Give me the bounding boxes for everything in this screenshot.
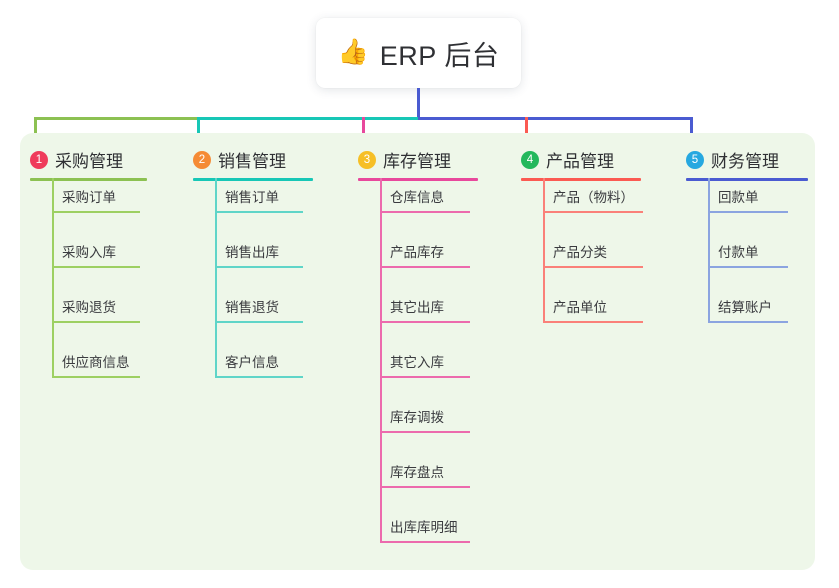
branch-item-label: 供应商信息 <box>62 355 130 370</box>
branch-item-rule <box>708 321 788 323</box>
branch-item-rule <box>380 211 470 213</box>
branch-item-label: 产品单位 <box>553 300 607 315</box>
branch-item[interactable]: 库存盘点 <box>380 454 470 488</box>
branch-item-rule <box>543 321 643 323</box>
branch-item[interactable]: 其它入库 <box>380 344 470 378</box>
branch-item[interactable]: 销售订单 <box>215 179 303 213</box>
branch-item[interactable]: 采购订单 <box>52 179 140 213</box>
branch-header-2[interactable]: 2 销售管理 <box>193 147 286 172</box>
branch-title-5: 财务管理 <box>711 152 779 171</box>
branch-item-rule <box>52 376 140 378</box>
branch-item-label: 其它出库 <box>390 300 444 315</box>
branch-item[interactable]: 采购退货 <box>52 289 140 323</box>
branch-item[interactable]: 出库库明细 <box>380 509 470 543</box>
branch-title-3: 库存管理 <box>383 152 451 171</box>
root-node-content: 👍 ERP 后台 <box>338 34 500 73</box>
branch-item[interactable]: 产品分类 <box>543 234 643 268</box>
branch-item-rule <box>380 541 470 543</box>
branch-spine-5 <box>708 178 710 323</box>
branch-header-rule-2 <box>193 178 313 181</box>
branch-item-label: 结算账户 <box>718 300 772 315</box>
branch-item[interactable]: 回款单 <box>708 179 788 213</box>
branch-item-rule <box>52 266 140 268</box>
branch-item-rule <box>708 211 788 213</box>
branch-header-rule-3 <box>358 178 478 181</box>
branch-item[interactable]: 供应商信息 <box>52 344 140 378</box>
branch-item-rule <box>380 266 470 268</box>
branch-item-rule <box>380 376 470 378</box>
branch-header-5[interactable]: 5 财务管理 <box>686 147 779 172</box>
branch-item[interactable]: 产品单位 <box>543 289 643 323</box>
branch-item-rule <box>380 486 470 488</box>
branch-badge-2: 2 <box>193 150 211 169</box>
branch-item-label: 销售订单 <box>225 190 279 205</box>
branch-item-label: 回款单 <box>718 190 759 205</box>
branch-item-rule <box>543 211 643 213</box>
branch-item[interactable]: 销售退货 <box>215 289 303 323</box>
branch-title-2: 销售管理 <box>218 152 286 171</box>
branch-item-rule <box>52 321 140 323</box>
branch-item-rule <box>215 321 303 323</box>
branch-item-rule <box>543 266 643 268</box>
branch-item-rule <box>380 431 470 433</box>
branch-item-label: 产品（物料） <box>553 190 634 205</box>
branches-panel: 1 采购管理采购订单采购入库采购退货供应商信息 2 销售管理销售订单销售出库销售退货客… <box>20 133 815 570</box>
branch-item[interactable]: 其它出库 <box>380 289 470 323</box>
branch-item-label: 出库库明细 <box>390 520 458 535</box>
branch-item-label: 其它入库 <box>390 355 444 370</box>
branch-item[interactable]: 产品库存 <box>380 234 470 268</box>
branch-item-label: 采购订单 <box>62 190 116 205</box>
branch-item-rule <box>380 321 470 323</box>
branch-title-4: 产品管理 <box>546 152 614 171</box>
branch-badge-4: 4 <box>521 150 539 169</box>
branch-header-4[interactable]: 4 产品管理 <box>521 147 614 172</box>
branch-item[interactable]: 库存调拨 <box>380 399 470 433</box>
thumbs-up-icon: 👍 <box>337 37 369 66</box>
branch-header-3[interactable]: 3 库存管理 <box>358 147 451 172</box>
branch-item[interactable]: 客户信息 <box>215 344 303 378</box>
branch-header-1[interactable]: 1 采购管理 <box>30 147 123 172</box>
branch-item-rule <box>215 211 303 213</box>
root-title: ERP 后台 <box>379 40 500 71</box>
root-stem <box>416 88 420 120</box>
branch-badge-5: 5 <box>686 150 704 169</box>
branch-item-label: 采购退货 <box>62 300 116 315</box>
branch-item-label: 库存盘点 <box>390 465 444 480</box>
branch-item-label: 销售退货 <box>225 300 279 315</box>
branch-spine-3 <box>380 178 382 543</box>
branch-header-rule-1 <box>30 178 147 181</box>
branch-item[interactable]: 采购入库 <box>52 234 140 268</box>
bus-segment-1 <box>34 117 200 120</box>
bus-segment-2 <box>197 117 421 120</box>
root-node-card[interactable]: 👍 ERP 后台 <box>316 18 521 88</box>
branch-spine-2 <box>215 178 217 378</box>
branch-item-rule <box>708 266 788 268</box>
branch-item-label: 采购入库 <box>62 245 116 260</box>
branch-header-rule-4 <box>521 178 641 181</box>
branch-item-rule <box>215 266 303 268</box>
branch-badge-1: 1 <box>30 150 48 169</box>
branch-item-rule <box>215 376 303 378</box>
branch-item[interactable]: 仓库信息 <box>380 179 470 213</box>
branch-badge-3: 3 <box>358 150 376 169</box>
branch-item-label: 仓库信息 <box>390 190 444 205</box>
branch-item[interactable]: 销售出库 <box>215 234 303 268</box>
branch-item-label: 销售出库 <box>225 245 279 260</box>
branch-spine-1 <box>52 178 54 378</box>
branch-item[interactable]: 产品（物料） <box>543 179 643 213</box>
bus-segment-3 <box>418 117 693 120</box>
branch-title-1: 采购管理 <box>55 152 123 171</box>
branch-spine-4 <box>543 178 545 323</box>
branch-item-label: 付款单 <box>718 245 759 260</box>
branch-item-label: 客户信息 <box>225 355 279 370</box>
branch-item-label: 产品库存 <box>390 245 444 260</box>
branch-item[interactable]: 付款单 <box>708 234 788 268</box>
branch-item-rule <box>52 211 140 213</box>
branch-item-label: 产品分类 <box>553 245 607 260</box>
branch-item-label: 库存调拨 <box>390 410 444 425</box>
branch-item[interactable]: 结算账户 <box>708 289 788 323</box>
branch-header-rule-5 <box>686 178 808 181</box>
